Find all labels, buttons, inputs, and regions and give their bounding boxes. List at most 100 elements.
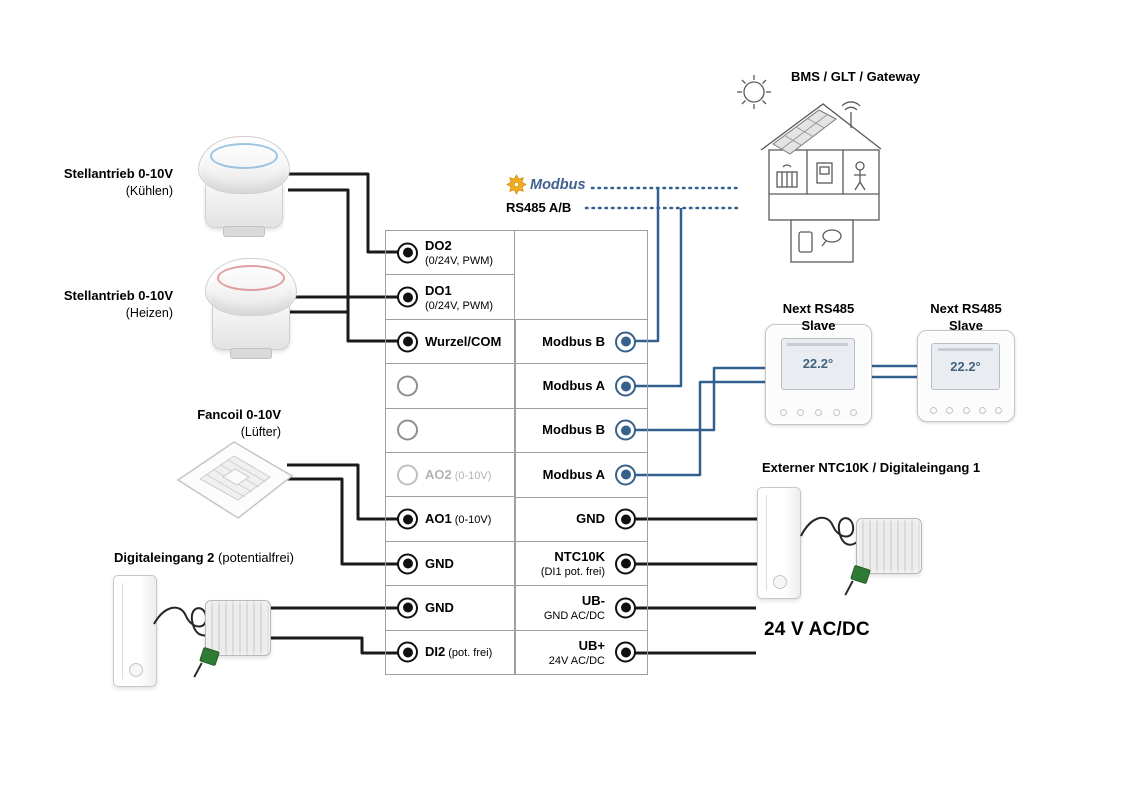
slave-touch-keys (779, 409, 858, 417)
screen-temperature: 22.2° (802, 356, 834, 372)
label-power-supply: 24 V AC/DC (764, 619, 870, 640)
key-icon (779, 409, 787, 417)
terminal-row-do1: DO1(0/24V, PWM) (386, 275, 514, 320)
terminal-dot-do2 (397, 242, 418, 264)
terminal-dot-ao1 (397, 508, 418, 530)
terminal-row-modbus-a-2: Modbus A (516, 453, 647, 498)
terminal-sublabel: 24V AC/DC (548, 654, 605, 667)
terminal-dot-unused (397, 375, 418, 397)
terminal-row-unused-2 (386, 409, 514, 454)
wire-modbus-b-up (633, 188, 660, 343)
key-icon (832, 409, 840, 417)
terminal-label: GND (425, 599, 454, 615)
terminal-sublabel: (0-10V) (454, 469, 492, 482)
fancoil-device (176, 441, 294, 519)
terminal-label: DO2 (425, 238, 452, 254)
key-icon (962, 406, 970, 414)
label-actuator-cool: Stellantrieb 0-10V (Kühlen) (63, 166, 173, 198)
wifi-icon (844, 106, 858, 111)
terminal-row-modbus-a-1: Modbus A (516, 364, 647, 409)
terminal-label: Modbus B (542, 422, 605, 438)
terminal-label: Modbus A (542, 466, 605, 482)
slave-screen: 22.2° (931, 342, 1000, 391)
terminal-column-right: Modbus B Modbus A Modbus B Modbus A GND … (515, 319, 648, 675)
label-rs485: RS485 A/B (506, 200, 572, 215)
terminal-row-ub-minus: UB-GND AC/DC (516, 586, 647, 631)
key-icon (994, 406, 1002, 414)
terminal-sublabel: (DI1 pot. frei) (540, 565, 605, 578)
sensor-cable-left (153, 606, 211, 637)
terminal-label: Wurzel/COM (425, 333, 502, 349)
key-icon (930, 406, 938, 414)
terminal-dot-ao2 (397, 464, 418, 486)
label-bms-gateway: BMS / GLT / Gateway (791, 69, 921, 84)
sun-icon (743, 81, 765, 103)
terminal-label: GND (425, 555, 454, 571)
terminal-row-ub-plus: UB+24V AC/DC (516, 631, 647, 674)
terminal-dot-wurzel-com (397, 331, 418, 353)
terminal-label: DI2 (425, 644, 446, 660)
terminal-sublabel: (0/24V, PWM) (425, 255, 494, 268)
key-icon (978, 406, 986, 414)
terminal-row-modbus-b-2: Modbus B (516, 409, 647, 454)
actuator-cool-device (196, 136, 292, 238)
wire-modbus-a-slave (633, 380, 772, 477)
terminal-dot-do1 (397, 286, 418, 308)
terminal-dot-ntc10k (615, 553, 636, 575)
terminal-label: Modbus A (542, 378, 605, 394)
door-contact-right (757, 487, 801, 599)
thermostat-icon (816, 162, 833, 184)
rs485-slave-1-device: 22.2° (765, 324, 872, 425)
slave-touch-keys (930, 406, 1002, 414)
terminal-dot-unused (397, 419, 418, 441)
door-contact-left (113, 575, 157, 687)
terminal-row-di2: DI2(pot. frei) (386, 631, 514, 674)
terminal-label: UB- (581, 593, 605, 609)
label-digital-input-2: Digitaleingang 2 (potentialfrei) (114, 550, 294, 565)
label-fancoil: Fancoil 0-10V (Lüfter) (197, 407, 281, 439)
terminal-label: Modbus B (542, 333, 605, 349)
terminal-sublabel: GND AC/DC (543, 610, 605, 623)
terminal-dot-modbus-a (615, 464, 636, 486)
actuator-base (230, 348, 272, 359)
terminal-row-modbus-b-1: Modbus B (516, 320, 647, 365)
key-icon (850, 409, 858, 417)
wire-cool-do2 (288, 172, 400, 254)
actuator-ring-blue (210, 143, 278, 169)
wire-fancoil-ao1 (287, 463, 400, 521)
terminal-row-gnd-right: GND (516, 498, 647, 542)
wire-modbus-a-up (633, 208, 683, 388)
rs485-slave-2-device: 22.2° (917, 330, 1015, 422)
terminal-dot-ub-minus (615, 597, 636, 619)
terminal-dot-modbus-b (615, 331, 636, 353)
terminal-dot-gnd (615, 508, 636, 530)
terminal-label: DO1 (425, 282, 452, 298)
actuator-heat-device (203, 258, 299, 360)
terminal-row-unused-1 (386, 364, 514, 409)
terminal-label: UB+ (578, 637, 605, 653)
terminal-row-ntc10k: NTC10K(DI1 pot. frei) (516, 542, 647, 587)
wire-di2-di2 (268, 636, 400, 655)
sensor-cable-right (800, 516, 858, 546)
actuator-ring-red (217, 265, 285, 291)
terminal-row-ao1: AO1(0-10V) (386, 497, 514, 542)
actuator-base (223, 226, 265, 237)
wire-fancoil-gnd (287, 477, 400, 566)
terminal-label: NTC10K (554, 548, 605, 564)
label-actuator-heat: Stellantrieb 0-10V (Heizen) (63, 288, 173, 320)
key-icon (814, 409, 822, 417)
wire-cool-com (288, 188, 400, 343)
terminal-sublabel: (0-10V) (454, 514, 492, 527)
terminal-row-gnd-2: GND (386, 586, 514, 631)
terminal-label: GND (576, 511, 605, 527)
label-next-slave-2: Next RS485 Slave (930, 301, 1002, 333)
sensor-box-left (205, 600, 271, 656)
terminal-row-wurzel-com: Wurzel/COM (386, 320, 514, 365)
terminal-row-do2: DO2(0/24V, PWM) (386, 231, 514, 276)
terminal-dot-ub-plus (615, 641, 636, 663)
terminal-dot-modbus-a (615, 375, 636, 397)
modbus-logo: Modbus (506, 174, 586, 195)
terminal-dot-di2 (397, 641, 418, 663)
